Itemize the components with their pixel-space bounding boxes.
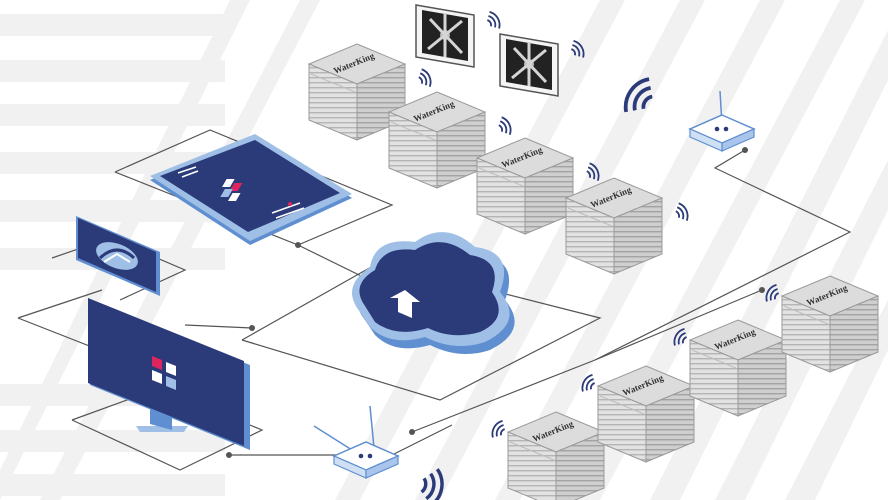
cooler-unit-1: WaterKing (308, 43, 435, 141)
cooler-unit-3: WaterKing (476, 137, 603, 235)
control-panel (76, 216, 160, 296)
cooler-unit-7: WaterKing (670, 319, 787, 417)
monitor-app-icon (152, 356, 176, 390)
tablet-app-icon (220, 179, 243, 201)
cloud (352, 232, 515, 354)
router-bottom (313, 405, 447, 500)
cooler-unit-4: WaterKing (565, 177, 692, 275)
exhaust-fan-1 (414, 3, 504, 69)
cooler-unit-2: WaterKing (388, 91, 515, 189)
cloud-upload-icon (390, 290, 420, 318)
tablet (150, 134, 352, 245)
connection-nodes (226, 147, 765, 458)
cooler-unit-5: WaterKing (488, 411, 605, 500)
cooler-unit-8: WaterKing (762, 275, 879, 373)
cooler-unit-6: WaterKing (578, 365, 695, 463)
desktop-monitor (88, 298, 250, 450)
router-top (617, 72, 755, 152)
